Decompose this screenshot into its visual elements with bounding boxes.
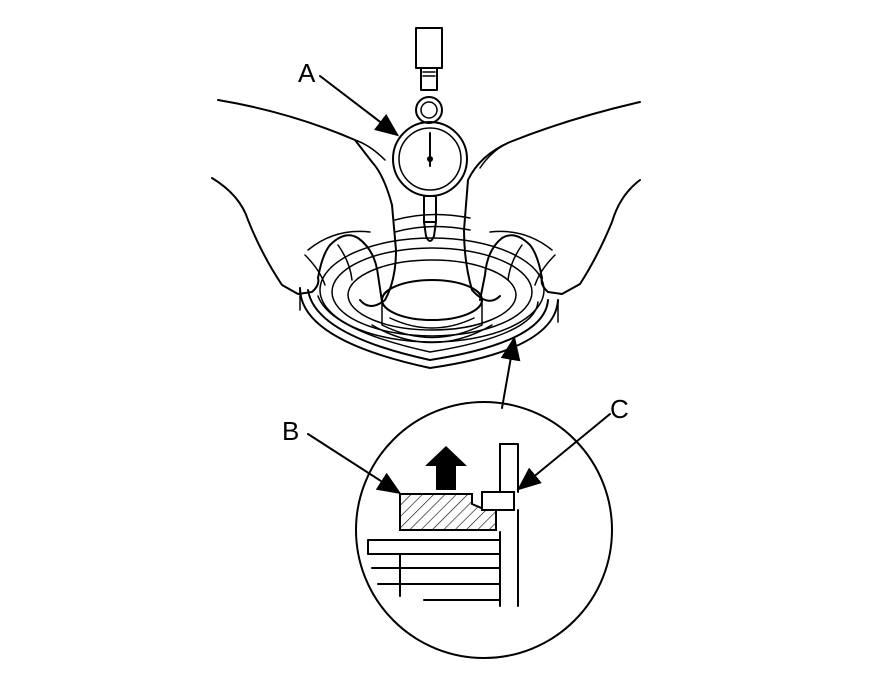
label-a: A <box>298 58 316 88</box>
detail-leader-line <box>500 336 521 409</box>
detail-circle <box>355 401 613 659</box>
inner-rings <box>319 237 545 344</box>
leader-a <box>319 75 400 137</box>
dial-indicator <box>392 27 468 242</box>
stop-ring-section <box>481 491 515 511</box>
label-c: C <box>610 394 629 424</box>
label-b: B <box>282 416 299 446</box>
right-hand <box>463 101 641 302</box>
leader-b <box>307 433 402 495</box>
left-hand <box>211 99 397 307</box>
dial-probe-tip <box>423 221 437 242</box>
lift-direction-arrow-icon <box>425 446 467 490</box>
leader-c <box>516 413 611 491</box>
